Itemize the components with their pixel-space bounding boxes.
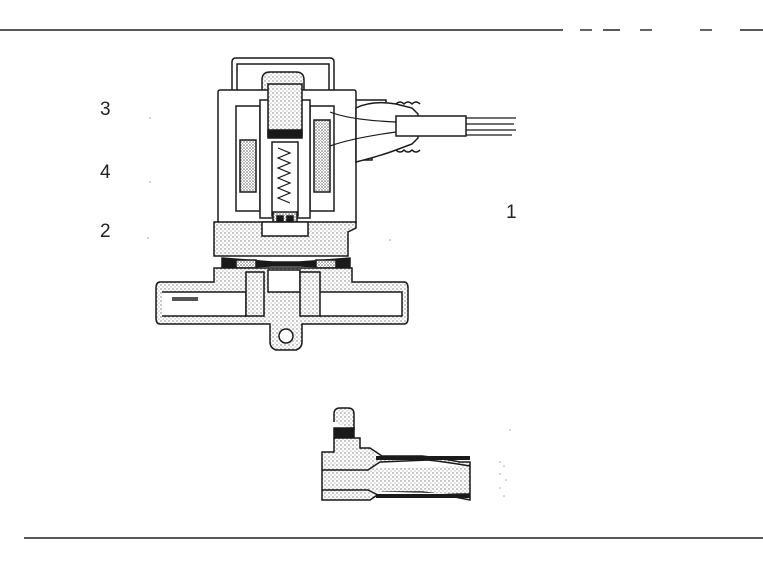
leader-marks [147, 117, 391, 241]
coil-bracket [231, 57, 335, 90]
callout-3: 3 [100, 99, 111, 120]
spring [276, 147, 292, 204]
tube-connection-detail [321, 407, 471, 501]
valve-body [155, 267, 409, 351]
cable [395, 115, 467, 137]
armature [267, 83, 303, 137]
callout-4: 4 [100, 162, 111, 183]
callout-1: 1 [506, 202, 517, 223]
scan-marks [499, 429, 511, 497]
valve-assembly [155, 57, 516, 351]
callout-2: 2 [100, 221, 111, 242]
mounting-hole [278, 328, 294, 344]
